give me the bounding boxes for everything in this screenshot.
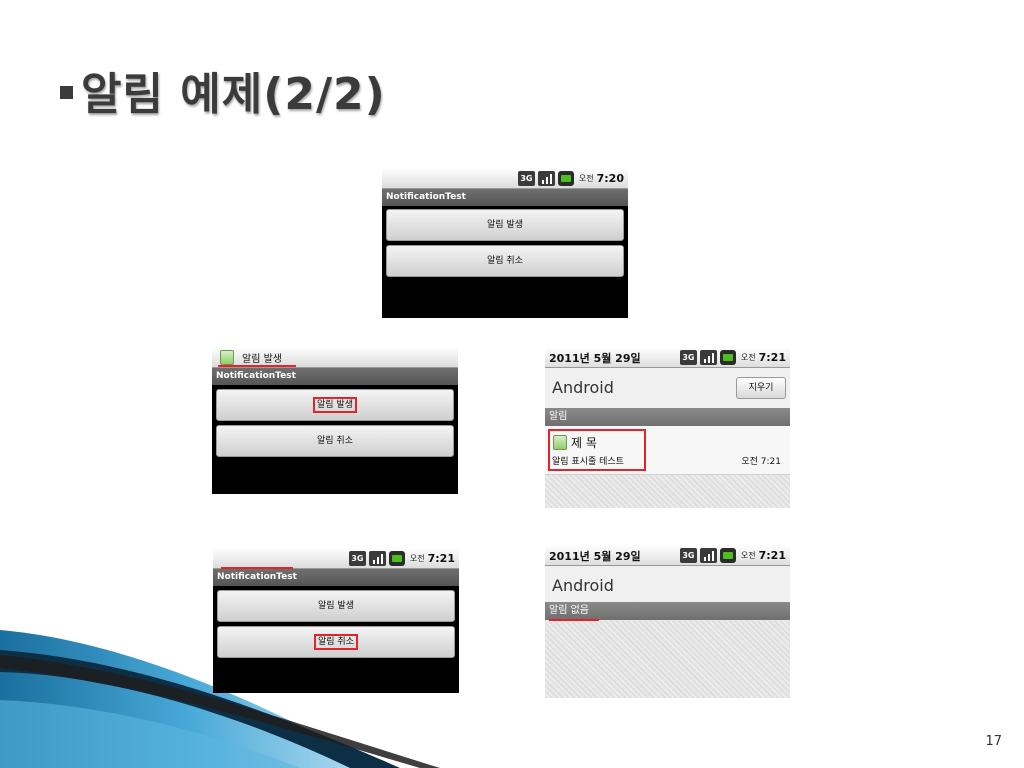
clear-button-label: 지우기 [748, 383, 774, 393]
screenshot-notification-panel-empty: 2011년 5월 29일 3G 오전 7:21 Android 알림 없음 [545, 545, 790, 698]
app-title: NotificationTest [386, 192, 466, 202]
screenshot-app-cancel: 3G 오전 7:21 NotificationTest 알림 발생 알림 취소 [213, 548, 459, 693]
panel-header: Android [545, 566, 790, 602]
notify-button-label: 알림 발생 [318, 601, 354, 611]
slide-title-text: 알림 예제(2/2) [81, 69, 386, 120]
notification-title: 제 목 [571, 436, 597, 450]
page-number: 17 [985, 734, 1002, 749]
section-label: 알림 [549, 411, 568, 422]
cancel-notify-button[interactable]: 알림 취소 [217, 626, 455, 658]
app-title: NotificationTest [216, 371, 296, 381]
3g-icon: 3G [517, 171, 535, 186]
clear-button[interactable]: 지우기 [736, 377, 786, 399]
empty-label-underline [549, 619, 599, 621]
slide-title: 알림 예제(2/2) [60, 58, 386, 122]
empty-ticker-underline [221, 567, 293, 569]
3g-icon: 3G [679, 548, 697, 563]
ticker-underline [218, 365, 296, 367]
status-bar: 3G 오전 7:21 [213, 548, 459, 569]
cancel-button-label: 알림 취소 [317, 436, 353, 446]
panel-empty-area [545, 475, 790, 508]
app-title-bar: NotificationTest [382, 189, 628, 206]
notification-text: 알림 표시줄 테스트 [552, 457, 624, 467]
section-header: 알림 없음 [545, 602, 790, 620]
panel-date: 2011년 5월 29일 [549, 550, 641, 563]
panel-status-bar: 2011년 5월 29일 3G 오전 7:21 [545, 545, 790, 566]
section-header: 알림 [545, 408, 790, 426]
signal-icon [368, 551, 386, 566]
screenshot-app-initial: 3G 오전 7:20 NotificationTest 알림 발생 알림 취소 [382, 168, 628, 318]
status-bar-ticker: 알림 발생 [212, 347, 458, 368]
3g-icon: 3G [348, 551, 366, 566]
bullet-icon [60, 85, 73, 99]
panel-date: 2011년 5월 29일 [549, 352, 641, 365]
screenshot-notification-panel: 2011년 5월 29일 3G 오전 7:21 Android 지우기 알림 제… [545, 347, 790, 508]
panel-empty-area [545, 621, 790, 698]
status-time: 7:21 [758, 549, 786, 562]
notify-button[interactable]: 알림 발생 [386, 209, 624, 241]
3g-icon: 3G [679, 350, 697, 365]
signal-icon [699, 548, 717, 563]
carrier-label: Android [552, 576, 614, 595]
notification-highlight [548, 429, 646, 471]
notification-item[interactable]: 제 목 알림 표시줄 테스트 오전 7:21 [545, 426, 790, 475]
notification-app-icon [553, 435, 567, 450]
ampm-label: 오전 [740, 353, 756, 362]
cancel-button-label: 알림 취소 [487, 256, 523, 266]
ticker-text: 알림 발생 [242, 354, 282, 365]
notify-button-label: 알림 발생 [487, 220, 523, 230]
status-time: 7:21 [427, 552, 455, 565]
notify-button[interactable]: 알림 발생 [217, 590, 455, 622]
battery-icon [719, 350, 736, 365]
screenshot-app-ticker: 알림 발생 NotificationTest 알림 발생 알림 취소 [212, 347, 458, 494]
app-title-bar: NotificationTest [212, 368, 458, 385]
cancel-notify-button[interactable]: 알림 취소 [386, 245, 624, 277]
panel-status-bar: 2011년 5월 29일 3G 오전 7:21 [545, 347, 790, 368]
ampm-label: 오전 [578, 174, 594, 183]
cancel-notify-button[interactable]: 알림 취소 [216, 425, 454, 457]
panel-header: Android 지우기 [545, 368, 790, 408]
app-title: NotificationTest [217, 572, 297, 582]
app-title-bar: NotificationTest [213, 569, 459, 586]
status-time: 7:20 [596, 172, 624, 185]
status-time: 7:21 [758, 351, 786, 364]
ampm-label: 오전 [409, 554, 425, 563]
notify-button[interactable]: 알림 발생 [216, 389, 454, 421]
empty-label: 알림 없음 [549, 605, 589, 616]
battery-icon [557, 171, 574, 186]
notify-button-label: 알림 발생 [313, 397, 357, 413]
status-bar: 3G 오전 7:20 [382, 168, 628, 189]
signal-icon [699, 350, 717, 365]
battery-icon [388, 551, 405, 566]
notification-app-icon [220, 350, 234, 365]
cancel-button-label: 알림 취소 [314, 634, 358, 650]
signal-icon [537, 171, 555, 186]
ampm-label: 오전 [740, 551, 756, 560]
carrier-label: Android [552, 378, 614, 397]
battery-icon [719, 548, 736, 563]
notification-time: 오전 7:21 [741, 457, 781, 467]
